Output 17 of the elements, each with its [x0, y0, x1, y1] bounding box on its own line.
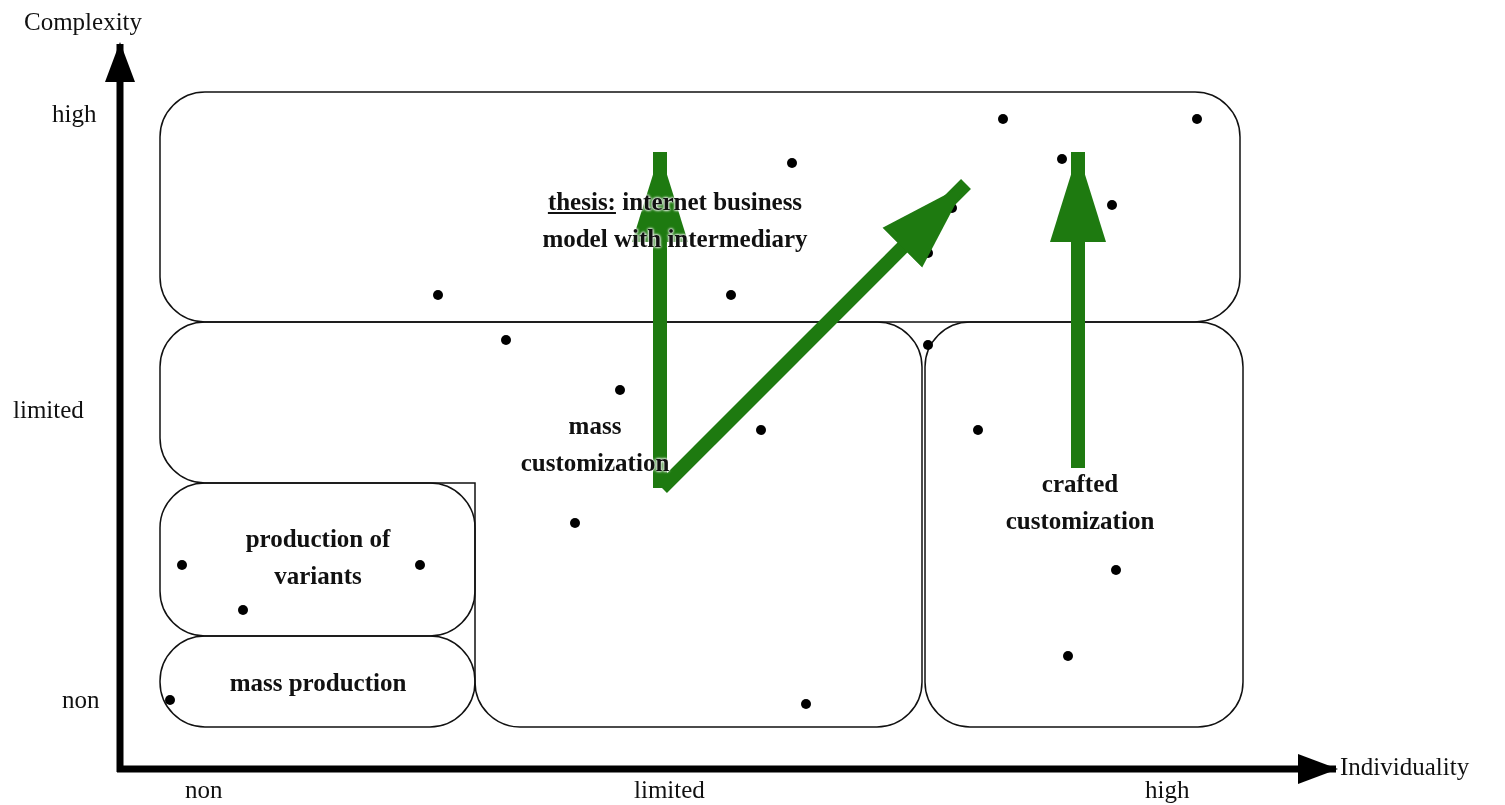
tick-label: non	[185, 776, 223, 804]
tick-label: non	[62, 686, 100, 714]
tick-label: high	[1145, 776, 1190, 804]
region-box	[160, 322, 922, 727]
region-box	[160, 92, 1240, 322]
axis-title: Complexity	[24, 8, 143, 36]
tick-label: high	[52, 100, 97, 128]
region-box	[160, 483, 475, 636]
region-label: crafted customization	[1004, 469, 1156, 536]
tick-label: limited	[634, 776, 705, 804]
axis-title: Individuality	[1340, 753, 1470, 781]
region-box	[160, 636, 475, 727]
region-label: production of variants	[244, 524, 392, 591]
tick-label: limited	[13, 396, 84, 424]
region-box	[925, 322, 1243, 727]
arrow	[1050, 152, 1106, 468]
region-label: mass production	[228, 667, 408, 698]
